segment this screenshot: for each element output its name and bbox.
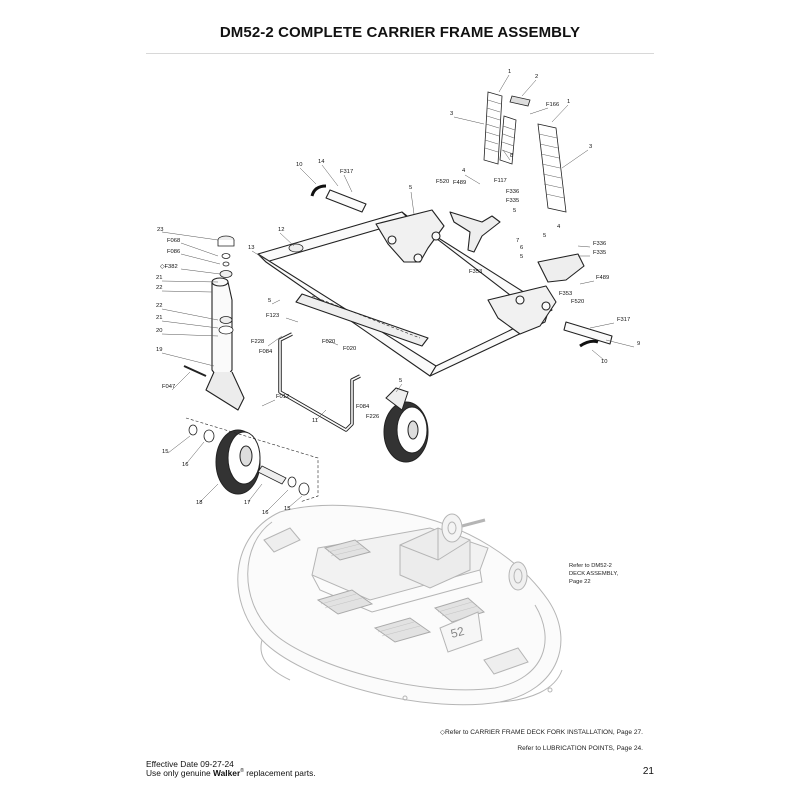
part-callout: 15: [284, 506, 290, 512]
spring-illustrations: [483, 91, 567, 213]
part-callout: F353: [469, 269, 482, 275]
part-callout: F317: [617, 317, 630, 323]
notice-prefix: Use only genuine: [146, 768, 214, 778]
part-callout: ◇F382: [160, 264, 178, 270]
part-callout: 5: [520, 254, 523, 260]
deck-reference-note: Refer to DM52-2 DECK ASSEMBLY, Page 22: [569, 562, 618, 586]
part-callout: 5: [268, 298, 271, 304]
carrier-frame-illustration: [205, 189, 613, 432]
part-callout: F335: [506, 198, 519, 204]
deck-assembly-illustration: [237, 504, 563, 706]
part-callout: F084: [259, 349, 273, 355]
part-callout: 22: [156, 303, 162, 309]
part-callout: F020: [322, 339, 335, 345]
part-callout: 16: [182, 462, 188, 468]
effective-date: Effective Date 09-27-24: [146, 759, 234, 769]
genuine-parts-notice: Use only genuine Walker® replacement par…: [146, 768, 316, 778]
brand-name: Walker: [213, 768, 241, 778]
part-callout: F317: [340, 169, 353, 175]
part-callout: 14: [318, 159, 325, 165]
part-callout: 5: [513, 208, 516, 214]
part-callout: 11: [312, 418, 318, 424]
part-callout: 5: [409, 185, 412, 191]
part-callout: 1: [567, 99, 570, 105]
lubrication-note: Refer to LUBRICATION POINTS, Page 24.: [517, 745, 643, 752]
deck-reference-line: Refer to DM52-2: [569, 563, 612, 569]
part-callout: 18: [196, 500, 202, 506]
part-callout: 4: [462, 168, 466, 174]
part-callout: 7: [516, 238, 519, 244]
part-callout: F166: [546, 102, 559, 108]
part-callout: 19: [156, 347, 162, 353]
part-callout: F226: [366, 414, 379, 420]
part-callout: 16: [262, 510, 268, 516]
part-callout: 10: [296, 162, 302, 168]
registered-mark: ®: [240, 768, 244, 775]
part-callout: 21: [156, 275, 162, 281]
part-callout: 2: [535, 74, 538, 80]
part-callout: 21: [156, 315, 162, 321]
part-callout: 10: [601, 359, 607, 365]
part-callout: 3: [589, 144, 592, 150]
part-callout: 23: [157, 227, 163, 233]
wheel-illustrations: [215, 387, 429, 495]
deck-size-badge: 52: [449, 624, 466, 641]
part-callout: F489: [453, 180, 466, 186]
part-callout: 15: [162, 449, 168, 455]
caster-bearing-stack: [217, 235, 304, 335]
part-callout: 22: [156, 285, 162, 291]
part-callout: 6: [520, 245, 523, 251]
fork-installation-note: ◇Refer to CARRIER FRAME DECK FORK INSTAL…: [439, 729, 643, 736]
title-divider: [146, 53, 654, 54]
part-callout: F336: [593, 241, 606, 247]
part-callout: 13: [248, 245, 254, 251]
page-title: DM52-2 COMPLETE CARRIER FRAME ASSEMBLY: [219, 24, 581, 41]
part-callout: 1: [508, 69, 511, 75]
handle-grip-illustrations: [310, 184, 599, 348]
callout-leader-lines: [161, 74, 635, 513]
part-callout: 3: [450, 111, 453, 117]
part-callout: F520: [571, 299, 584, 305]
part-callout: 9: [637, 341, 640, 347]
part-callout: F123: [266, 313, 279, 319]
part-callout: F353: [559, 291, 572, 297]
deck-reference-line: Page 22: [569, 579, 591, 585]
part-callout: F012: [276, 394, 289, 400]
deck-reference-line: DECK ASSEMBLY,: [569, 571, 619, 577]
notice-suffix: replacement parts.: [243, 768, 316, 778]
part-callout: 17: [244, 500, 250, 506]
part-callout: 12: [278, 227, 284, 233]
part-callout: 4: [557, 224, 561, 230]
part-callout: F520: [436, 179, 449, 185]
part-callout: 5: [543, 233, 546, 239]
page-number: 21: [642, 766, 654, 777]
part-callout: 20: [156, 328, 162, 334]
part-callout: F489: [596, 275, 609, 281]
part-callout: F068: [167, 238, 180, 244]
part-callout: F084: [356, 404, 370, 410]
part-callout: F020: [343, 346, 356, 352]
part-callout: F117: [494, 178, 507, 184]
part-callout: F336: [506, 189, 519, 195]
part-callout: F086: [167, 249, 180, 255]
part-callout: F335: [593, 250, 606, 256]
axle-hardware-illustration: [183, 365, 319, 503]
part-callout: F228: [251, 339, 264, 345]
part-callout: 5: [399, 378, 402, 384]
part-callout: F047: [162, 384, 175, 390]
part-callout: 8: [510, 153, 513, 159]
